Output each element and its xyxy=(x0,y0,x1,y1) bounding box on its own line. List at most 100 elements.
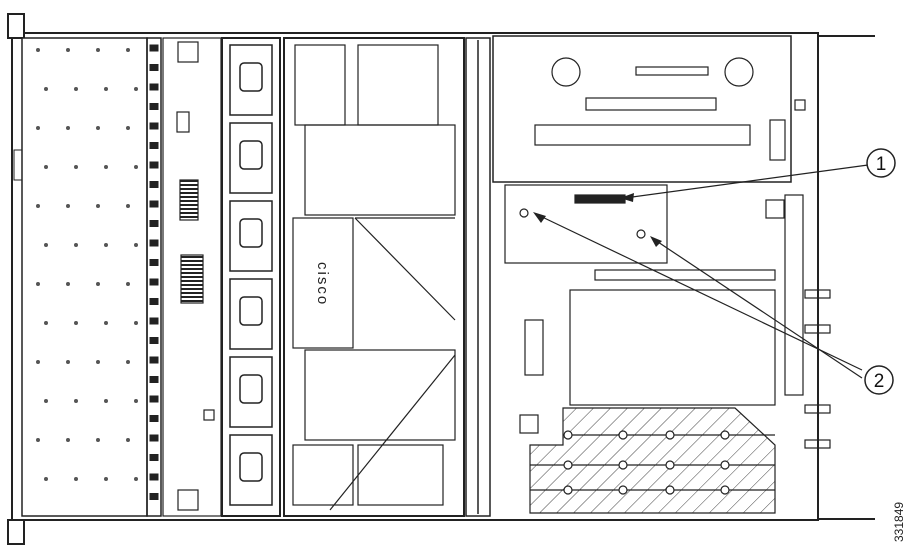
drive-connector xyxy=(149,220,159,227)
vent-hole xyxy=(96,360,100,364)
vent-hole xyxy=(66,282,70,286)
vent-hole xyxy=(96,438,100,442)
vent-hole xyxy=(36,204,40,208)
vent-hole xyxy=(96,282,100,286)
drive-connector xyxy=(149,122,159,130)
drive-connector xyxy=(149,83,159,91)
vent-hole xyxy=(134,321,138,325)
fan-modules xyxy=(221,37,281,517)
vent-hole xyxy=(66,360,70,364)
vent-hole xyxy=(44,321,48,325)
vent-hole xyxy=(44,165,48,169)
vent-hole xyxy=(134,87,138,91)
drive-connector xyxy=(149,493,159,500)
fan-module xyxy=(229,434,273,506)
vent-hole xyxy=(96,126,100,130)
vent-hole xyxy=(66,126,70,130)
drive-connector xyxy=(149,64,159,71)
fan-module xyxy=(229,278,273,350)
vent-hole xyxy=(66,48,70,52)
vent-hole xyxy=(36,48,40,52)
vent-hole xyxy=(126,126,130,130)
vent-hole xyxy=(126,282,130,286)
drive-connector xyxy=(149,181,159,188)
midplane-area xyxy=(162,37,222,517)
chassis-outline xyxy=(7,13,875,545)
vent-hole xyxy=(104,321,108,325)
drive-connector xyxy=(149,473,159,481)
vent-hole xyxy=(134,399,138,403)
vent-hole xyxy=(126,48,130,52)
vent-hole xyxy=(96,204,100,208)
rear-panel xyxy=(794,99,831,449)
cisco-logo: cisco xyxy=(314,262,331,306)
divider-rail xyxy=(465,37,491,517)
vent-hole xyxy=(104,165,108,169)
fan-module xyxy=(229,356,273,428)
drive-connector xyxy=(149,259,159,266)
figure-id: 331849 xyxy=(892,502,906,542)
drive-connector xyxy=(149,44,159,52)
vent-hole xyxy=(104,243,108,247)
vent-hole xyxy=(74,87,78,91)
callout-2-circle xyxy=(864,365,894,395)
vent-hole xyxy=(44,87,48,91)
callout-1-arrowhead xyxy=(620,193,634,202)
drive-connector xyxy=(149,415,159,422)
vent-hole xyxy=(96,48,100,52)
drive-connector xyxy=(149,395,159,403)
drive-connector xyxy=(149,454,159,461)
vent-hole xyxy=(126,360,130,364)
vent-hole xyxy=(104,477,108,481)
drive-connector xyxy=(149,298,159,305)
vent-hole xyxy=(134,477,138,481)
callout-1-circle xyxy=(866,148,896,178)
drive-connector xyxy=(149,200,159,208)
callout-leaders xyxy=(537,164,869,379)
vent-hole xyxy=(44,243,48,247)
pcie-riser-area xyxy=(492,35,792,183)
vent-hole xyxy=(134,243,138,247)
callout-2b-arrowhead xyxy=(650,236,662,247)
fan-module xyxy=(229,44,273,116)
vent-hole xyxy=(74,321,78,325)
power-supply-area xyxy=(529,407,776,514)
vent-hole xyxy=(44,399,48,403)
vent-hole xyxy=(36,438,40,442)
drive-backplane xyxy=(146,37,162,517)
vent-hole xyxy=(44,477,48,481)
vent-hole xyxy=(126,204,130,208)
motherboard-area xyxy=(504,184,804,434)
drive-connector xyxy=(149,317,159,325)
vent-hole xyxy=(74,165,78,169)
drive-connector xyxy=(149,239,159,247)
callout-2a-arrowhead xyxy=(533,212,546,223)
drive-connector xyxy=(149,142,159,149)
drive-connector xyxy=(149,337,159,344)
drive-connector xyxy=(149,356,159,364)
vent-hole xyxy=(74,477,78,481)
callout-1-number: 1 xyxy=(876,154,887,175)
vent-hole xyxy=(66,438,70,442)
fan-module xyxy=(229,200,273,272)
vent-hole xyxy=(74,243,78,247)
callout-2-number: 2 xyxy=(874,371,885,392)
vent-hole xyxy=(104,87,108,91)
vent-hole xyxy=(36,126,40,130)
drive-connector xyxy=(149,278,159,286)
vent-hole xyxy=(134,165,138,169)
vent-hole xyxy=(36,360,40,364)
vent-hole xyxy=(104,399,108,403)
vent-hole xyxy=(74,399,78,403)
drive-connector xyxy=(149,434,159,442)
drive-connector xyxy=(149,376,159,383)
callout-1: 1 xyxy=(866,148,896,178)
cpu-heatsink-area xyxy=(283,37,465,517)
front-drive-bay xyxy=(13,37,148,517)
drive-connector xyxy=(149,103,159,110)
drive-connector xyxy=(149,161,159,169)
vent-hole xyxy=(36,282,40,286)
callout-2: 2 xyxy=(864,365,894,395)
